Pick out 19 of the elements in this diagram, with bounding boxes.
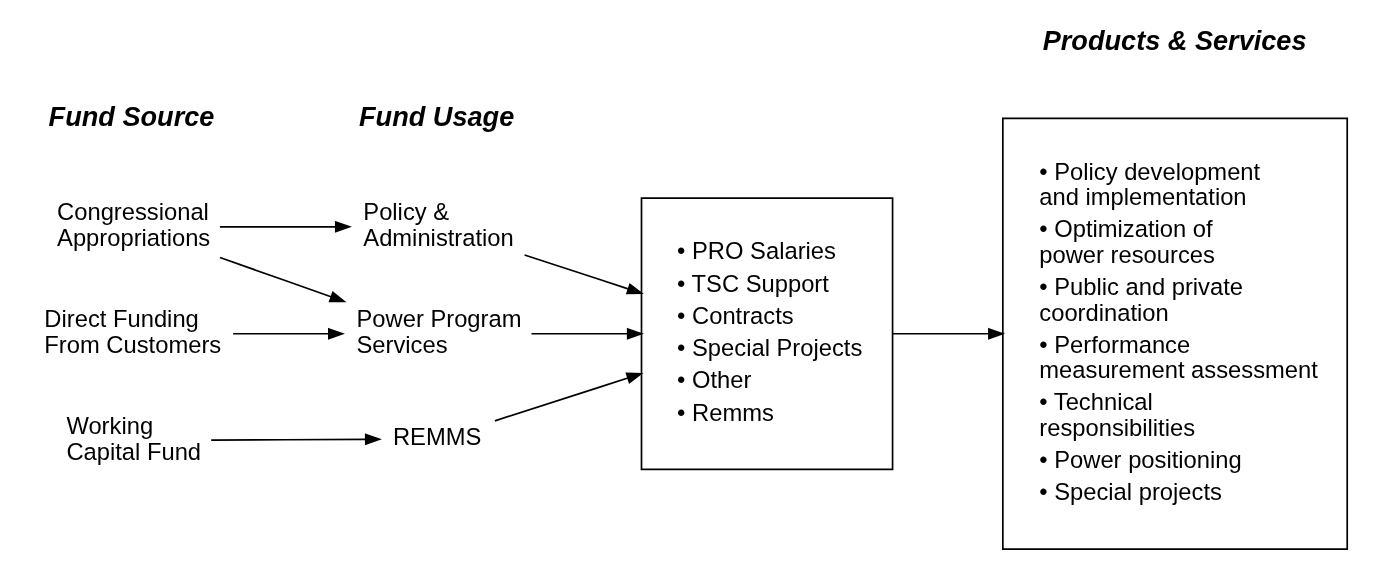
- arrow: [493, 372, 643, 422]
- node-text: Direct Funding From Customers: [43, 305, 221, 358]
- arrow: [209, 433, 382, 446]
- label: Products & Services: [1042, 25, 1307, 57]
- node-text: Power Program Services: [356, 305, 521, 358]
- node-text: Congressional Appropriations: [56, 198, 210, 251]
- arrow: [218, 220, 352, 233]
- node-text: Working Capital Fund: [65, 412, 201, 465]
- label: Fund Usage: [358, 101, 514, 133]
- node-text: REMMS: [392, 423, 481, 451]
- arrow: [218, 256, 347, 303]
- arrow: [891, 327, 1005, 340]
- node-box: • PRO Salaries • TSC Support • Contracts • Special Projects • Other • Remms: [640, 197, 893, 471]
- node-text: Policy & Administration: [362, 198, 514, 251]
- arrow: [523, 254, 644, 295]
- node-box: • Policy development and implementation • Optimization of power resources • Public and private coordination • Performance measurement assessment • Technical responsibilities • Power positioning • Special projects: [1001, 117, 1348, 551]
- arrow: [231, 327, 345, 340]
- label: Fund Source: [48, 101, 214, 133]
- arrow: [530, 327, 644, 340]
